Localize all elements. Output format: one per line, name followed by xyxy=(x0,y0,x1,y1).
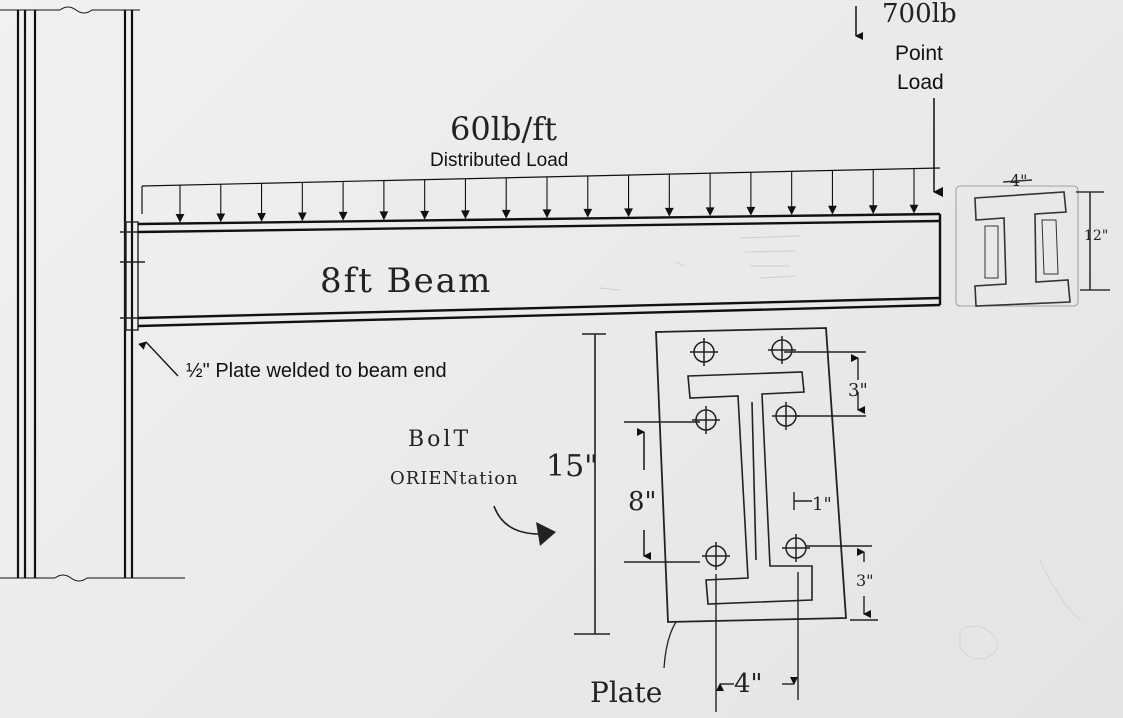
edge-bottom-label: 3" xyxy=(856,571,874,590)
bolt-icon xyxy=(772,402,800,430)
bolt-orientation-arrowhead xyxy=(536,522,556,546)
udl-arrow xyxy=(746,172,756,216)
section-flange-width: 4" xyxy=(1010,171,1028,190)
udl-arrow xyxy=(542,176,552,219)
gauge-horizontal-dimension xyxy=(715,572,799,712)
flange-dimension xyxy=(793,492,812,510)
plate-height-label: 15" xyxy=(546,449,598,484)
gauge-horizontal-label: 4" xyxy=(734,669,763,699)
distributed-load-label: Distributed Load xyxy=(430,150,568,171)
edge-bottom-dimension xyxy=(806,545,878,621)
udl-arrow xyxy=(216,184,226,223)
plate-label-leader xyxy=(663,621,677,669)
udl-arrow xyxy=(705,173,715,217)
column-left xyxy=(0,6,140,578)
bolt-orientation-line1: BolT xyxy=(408,427,471,452)
plate-height-dimension xyxy=(574,333,610,635)
udl-arrow xyxy=(828,170,837,215)
udl-arrow xyxy=(868,169,878,215)
point-load-arrow xyxy=(855,6,943,197)
paper-crease xyxy=(959,559,1081,660)
beam-label: 8ft Beam xyxy=(320,261,492,301)
section-sketch xyxy=(955,179,1110,307)
udl-arrow xyxy=(624,175,633,218)
bolt-icon xyxy=(690,338,718,366)
udl-arrow xyxy=(338,181,348,221)
edge-top-dimension xyxy=(784,351,866,417)
udl-arrow xyxy=(379,180,389,221)
bolt-orientation-arrow xyxy=(493,505,541,535)
udl-arrow xyxy=(787,171,797,216)
udl-arrow xyxy=(501,177,511,219)
bolt-icon xyxy=(768,336,796,364)
udl-arrow xyxy=(664,174,674,217)
bolt-icon xyxy=(702,542,730,570)
udl-arrow xyxy=(583,175,593,218)
bleed-through-marks xyxy=(599,235,801,291)
distributed-load xyxy=(141,167,941,223)
distributed-load-value: 60lb/ft xyxy=(450,110,557,148)
point-load-label-2: Load xyxy=(897,71,944,94)
plate-note-arrow xyxy=(138,341,179,377)
udl-arrow xyxy=(257,183,266,222)
udl-arrow xyxy=(909,168,919,214)
gauge-vertical-dimension xyxy=(624,421,700,563)
point-load-label-1: Point xyxy=(895,42,943,65)
bolt-group xyxy=(690,336,810,570)
plate-label: Plate xyxy=(590,676,662,709)
beam xyxy=(137,212,942,328)
udl-arrow xyxy=(461,178,470,220)
plate-outline xyxy=(655,327,847,623)
section-depth: 12" xyxy=(1084,228,1108,244)
bolt-icon xyxy=(782,534,810,562)
point-load-value: 700lb xyxy=(882,0,957,29)
plate-ibeam-outline xyxy=(687,371,813,605)
plate-note: ½" Plate welded to beam end xyxy=(186,360,447,382)
udl-arrow xyxy=(175,185,185,223)
gauge-vertical-label: 8" xyxy=(628,487,657,517)
column-right xyxy=(0,10,185,582)
udl-arrow xyxy=(420,179,430,220)
udl-arrow xyxy=(297,182,307,222)
flange-dimension-label: 1" xyxy=(812,494,832,515)
bolt-orientation-line2: ORIENtation xyxy=(390,468,519,489)
edge-top-label: 3" xyxy=(848,380,868,401)
bolt-icon xyxy=(692,406,720,434)
